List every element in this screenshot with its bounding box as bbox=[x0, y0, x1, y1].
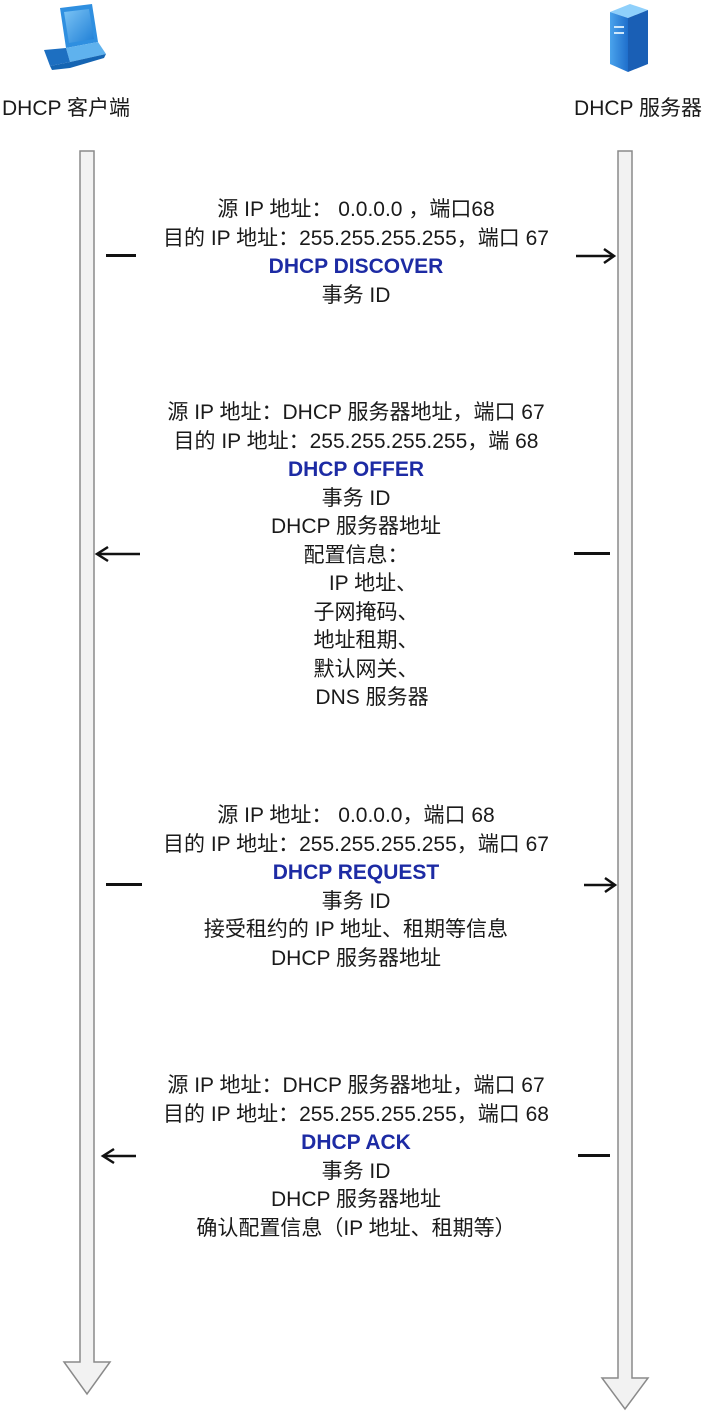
left-arrow-icon bbox=[94, 545, 140, 568]
source-address: 源 IP 地址：DHCP 服务器地址，端口 67 bbox=[167, 1074, 545, 1097]
destination-address: 目的 IP 地址：255.255.255.255，端 68 bbox=[173, 429, 539, 453]
message-title: DHCP ACK bbox=[301, 1131, 411, 1154]
message-detail: 默认网关、 bbox=[313, 657, 419, 681]
message-detail: 事务 ID bbox=[321, 486, 391, 510]
message-arrow-tail bbox=[578, 1154, 610, 1157]
message-detail: 事务 ID bbox=[321, 1159, 391, 1183]
message-detail: IP 地址、 bbox=[328, 572, 418, 595]
server-icon bbox=[604, 2, 654, 81]
destination-address: 目的 IP 地址：255.255.255.255，端口 67 bbox=[163, 832, 549, 856]
message-detail: 配置信息： bbox=[303, 543, 409, 567]
message-arrow-tail bbox=[106, 883, 142, 886]
message-dhcp-discover: 源 IP 地址： 0.0.0.0 ，端口68 目的 IP 地址：255.255.… bbox=[100, 196, 612, 310]
message-dhcp-ack: 源 IP 地址：DHCP 服务器地址，端口 67 目的 IP 地址：255.25… bbox=[100, 1072, 612, 1243]
message-title: DHCP REQUEST bbox=[272, 861, 440, 884]
right-arrow-icon bbox=[584, 876, 618, 899]
source-address: 源 IP 地址： 0.0.0.0，端口 68 bbox=[217, 804, 495, 827]
message-detail: DNS 服务器 bbox=[315, 686, 429, 709]
source-address: 源 IP 地址： 0.0.0.0 ，端口68 bbox=[217, 198, 495, 221]
message-detail: 子网掩码、 bbox=[313, 600, 419, 624]
message-detail: DHCP 服务器地址 bbox=[271, 946, 441, 970]
server-lifeline bbox=[598, 150, 650, 1417]
laptop-icon bbox=[40, 2, 110, 79]
message-dhcp-offer: 源 IP 地址：DHCP 服务器地址，端口 67 目的 IP 地址：255.25… bbox=[100, 399, 612, 713]
message-arrow-tail bbox=[106, 254, 136, 257]
source-address: 源 IP 地址：DHCP 服务器地址，端口 67 bbox=[167, 401, 545, 424]
message-title: DHCP OFFER bbox=[287, 458, 425, 481]
message-detail: 接受租约的 IP 地址、租期等信息 bbox=[203, 918, 509, 941]
message-arrow-tail bbox=[574, 552, 610, 555]
message-dhcp-request: 源 IP 地址： 0.0.0.0，端口 68 目的 IP 地址：255.255.… bbox=[100, 802, 612, 973]
message-title: DHCP DISCOVER bbox=[268, 255, 444, 278]
message-detail: DHCP 服务器地址 bbox=[271, 515, 441, 538]
client-lifeline bbox=[62, 150, 114, 1403]
client-label: DHCP 客户端 bbox=[2, 97, 130, 120]
destination-address: 目的 IP 地址：255.255.255.255，端口 67 bbox=[163, 226, 549, 250]
message-detail: 事务 ID bbox=[321, 283, 391, 307]
message-detail: 确认配置信息（IP 地址、租期等） bbox=[196, 1216, 516, 1240]
left-arrow-icon bbox=[100, 1147, 136, 1170]
right-arrow-icon bbox=[576, 247, 618, 270]
server-label: DHCP 服务器 bbox=[574, 97, 702, 120]
message-detail: 事务 ID bbox=[321, 889, 391, 913]
destination-address: 目的 IP 地址：255.255.255.255，端口 68 bbox=[163, 1102, 549, 1126]
message-detail: DHCP 服务器地址 bbox=[271, 1188, 441, 1211]
message-detail: 地址租期、 bbox=[313, 629, 419, 652]
